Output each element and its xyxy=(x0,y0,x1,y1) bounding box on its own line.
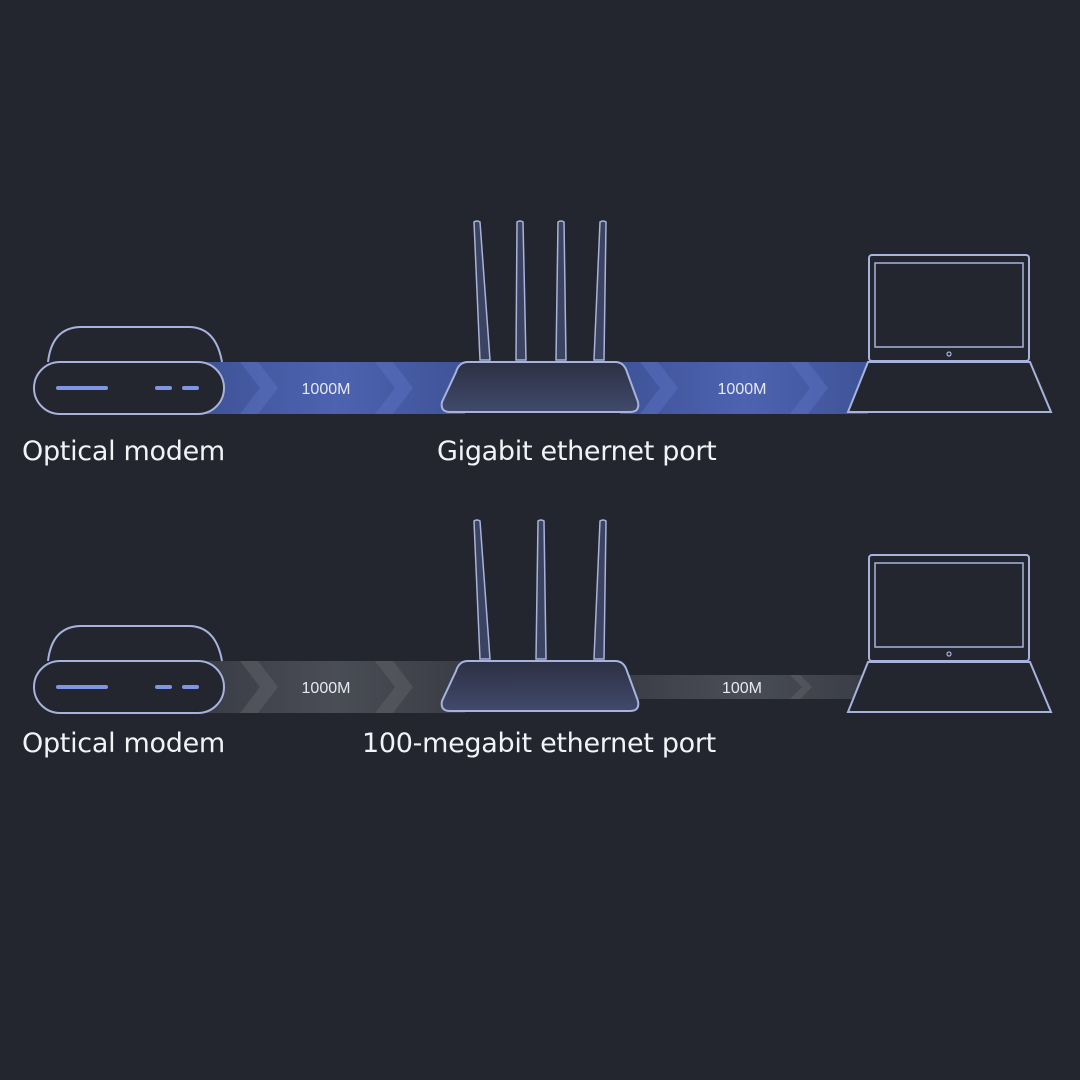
router-icon xyxy=(440,519,640,712)
scenario-100-megabit: 1000M 100M xyxy=(33,519,1053,714)
optical-modem-icon xyxy=(33,326,225,415)
lan-speed-label: 1000M xyxy=(718,381,767,398)
router-caption: Gigabit ethernet port xyxy=(437,436,717,467)
scenario-gigabit: 1000M 1000M xyxy=(33,220,1053,415)
flow-chevrons xyxy=(240,661,812,713)
modem-caption: Optical modem xyxy=(22,436,225,467)
flow-chevrons xyxy=(240,362,828,414)
laptop-icon xyxy=(846,554,1053,713)
router-icon xyxy=(440,220,640,413)
router-caption: 100-megabit ethernet port xyxy=(362,728,716,759)
lan-speed-label: 100M xyxy=(722,680,762,697)
modem-caption: Optical modem xyxy=(22,728,225,759)
optical-modem-icon xyxy=(33,625,225,714)
laptop-icon xyxy=(846,254,1053,413)
wan-speed-label: 1000M xyxy=(302,680,351,697)
lan-link-band xyxy=(620,675,868,699)
wan-speed-label: 1000M xyxy=(302,381,351,398)
